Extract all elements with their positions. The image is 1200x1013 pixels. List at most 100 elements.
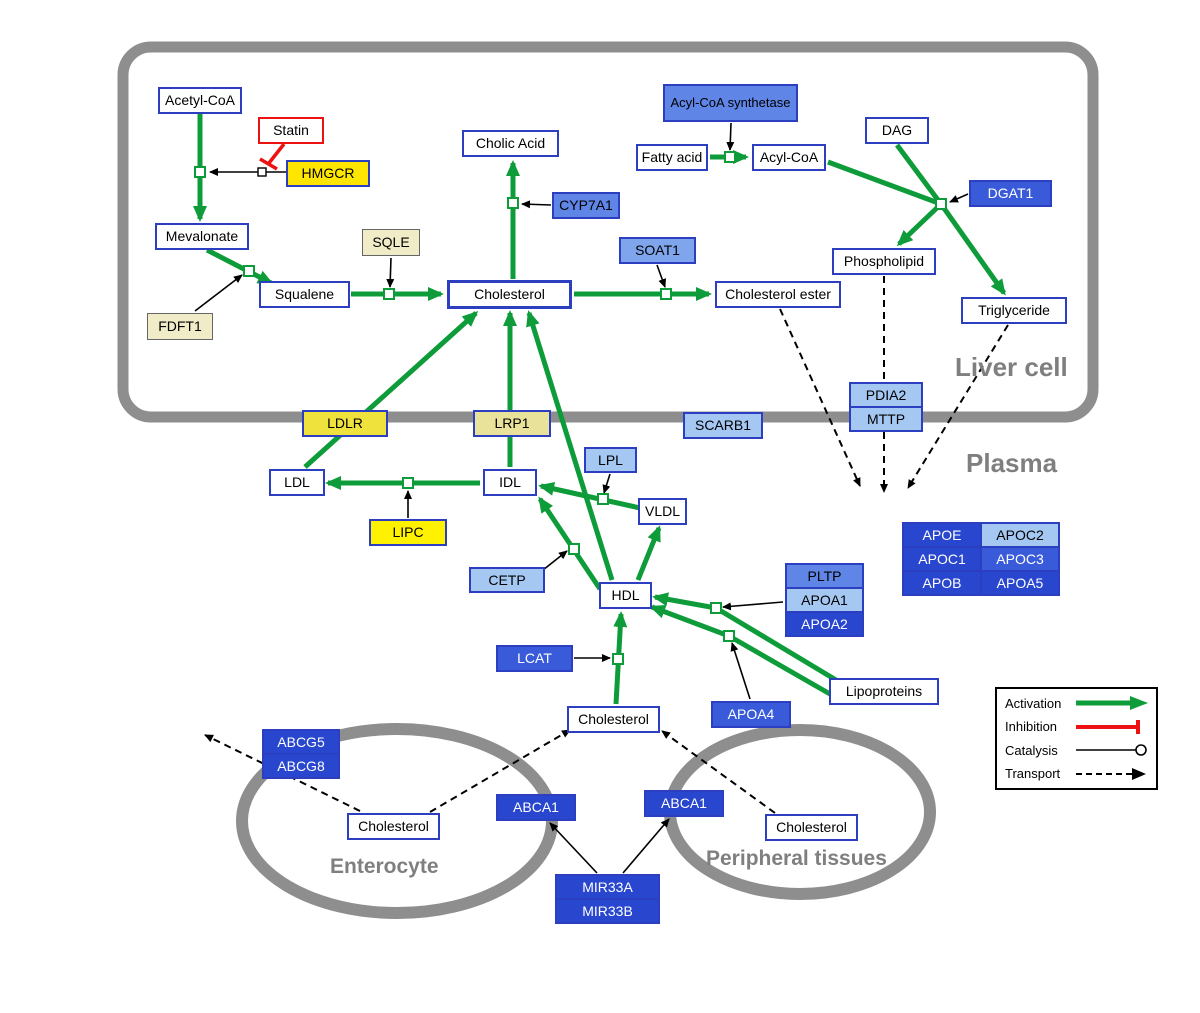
inhibition-symbol-icon — [1076, 719, 1140, 734]
node-squalene[interactable]: Squalene — [259, 281, 350, 308]
catalysis-soat1 — [656, 264, 667, 288]
catalysis-lpl — [602, 473, 611, 494]
node-sqle[interactable]: SQLE — [362, 229, 420, 256]
node-apoa1[interactable]: APOA1 — [785, 587, 864, 613]
node-abca1-left[interactable]: ABCA1 — [496, 794, 576, 821]
node-idl[interactable]: IDL — [483, 469, 537, 496]
edge-dag-junction — [894, 143, 944, 206]
node-cholesterol-ester[interactable]: Cholesterol ester — [715, 281, 841, 308]
node-cholesterol-plasma[interactable]: Cholesterol — [567, 706, 660, 733]
liver-cell-label: Liver cell — [955, 352, 1068, 382]
node-mttp[interactable]: MTTP — [849, 406, 923, 432]
node-scarb1[interactable]: SCARB1 — [683, 412, 763, 439]
node-ldlr[interactable]: LDLR — [302, 410, 388, 437]
node-mevalonate[interactable]: Mevalonate — [155, 223, 249, 250]
node-apoe[interactable]: APOE — [902, 522, 982, 548]
node-cholesterol-enterocyte[interactable]: Cholesterol — [347, 813, 440, 840]
node-apoc1[interactable]: APOC1 — [902, 546, 982, 572]
reaction-node-apoa — [710, 602, 722, 614]
node-mir33a[interactable]: MIR33A — [555, 874, 660, 900]
edge-vldl-idl — [538, 481, 641, 511]
catalysis-cyp7a1 — [521, 200, 552, 209]
node-abca1-right[interactable]: ABCA1 — [644, 790, 724, 817]
node-soat1[interactable]: SOAT1 — [619, 237, 696, 264]
catalysis-sqle — [386, 257, 395, 288]
node-cholic-acid[interactable]: Cholic Acid — [462, 130, 559, 157]
catalysis-apoa4 — [730, 642, 751, 700]
node-apoa2[interactable]: APOA2 — [785, 611, 864, 637]
regulation-mir33-abca1-left — [549, 822, 598, 874]
node-abcg8[interactable]: ABCG8 — [262, 753, 340, 779]
catalysis-apoa-stack — [722, 601, 784, 611]
reaction-node-lpl — [597, 493, 609, 505]
legend-label-catalysis: Catalysis — [1005, 742, 1058, 758]
legend-label-transport: Transport — [1005, 766, 1061, 782]
node-hmgcr[interactable]: HMGCR — [286, 160, 370, 187]
reaction-node-soat1 — [660, 288, 672, 300]
node-triglyceride[interactable]: Triglyceride — [961, 297, 1067, 324]
node-pltp[interactable]: PLTP — [785, 563, 864, 589]
legend: Activation Inhibition Catalysis Transpor… — [995, 687, 1158, 790]
reaction-node-hmgcr — [194, 166, 206, 178]
legend-label-inhibition: Inhibition — [1005, 719, 1058, 735]
node-dgat1[interactable]: DGAT1 — [969, 180, 1052, 207]
legend-row-catalysis: Catalysis — [1005, 742, 1148, 758]
catalysis-site-square — [257, 167, 267, 177]
node-lipoproteins[interactable]: Lipoproteins — [829, 678, 939, 705]
compartment-outlines — [117, 41, 1099, 919]
inhibition-statin-tbar — [259, 157, 278, 171]
edge-hdl-vldl — [635, 525, 662, 581]
node-statin[interactable]: Statin — [258, 117, 324, 144]
reaction-node-acs — [724, 151, 736, 163]
legend-label-activation: Activation — [1005, 695, 1062, 711]
reaction-node-fdft1 — [243, 265, 255, 277]
node-acyl-coa-synthetase[interactable]: Acyl-CoA synthetase — [663, 84, 798, 122]
node-lipc[interactable]: LIPC — [369, 519, 447, 546]
node-phospholipid[interactable]: Phospholipid — [832, 248, 936, 275]
node-fatty-acid[interactable]: Fatty acid — [636, 144, 708, 171]
node-lrp1[interactable]: LRP1 — [473, 410, 551, 437]
node-apoa5[interactable]: APOA5 — [980, 570, 1060, 596]
transport-symbol-icon — [1076, 767, 1146, 780]
node-abcg5[interactable]: ABCG5 — [262, 729, 340, 755]
node-cetp[interactable]: CETP — [469, 567, 545, 593]
node-apoc3[interactable]: APOC3 — [980, 546, 1060, 572]
edge-junction-triglyceride — [938, 202, 1007, 296]
node-hdl[interactable]: HDL — [599, 582, 652, 609]
node-acyl-coa[interactable]: Acyl-CoA — [752, 144, 826, 171]
node-lcat[interactable]: LCAT — [496, 645, 573, 672]
node-acetyl-coa[interactable]: Acetyl-CoA — [158, 87, 242, 114]
node-cyp7a1[interactable]: CYP7A1 — [552, 192, 620, 219]
node-apoc2[interactable]: APOC2 — [980, 522, 1060, 548]
node-ldl[interactable]: LDL — [269, 469, 325, 496]
reaction-node-cetp — [568, 543, 580, 555]
reaction-node-cyp7a1 — [507, 197, 519, 209]
peripheral-tissues-label: Peripheral tissues — [706, 847, 887, 870]
node-cholesterol-peripheral[interactable]: Cholesterol — [765, 814, 858, 841]
reaction-nodes — [194, 151, 947, 665]
reaction-node-dgat1 — [935, 198, 947, 210]
node-dag[interactable]: DAG — [865, 117, 929, 144]
inhibition-edge — [259, 142, 286, 171]
node-mir33b[interactable]: MIR33B — [555, 898, 660, 924]
legend-row-activation: Activation — [1005, 695, 1148, 711]
legend-row-inhibition: Inhibition — [1005, 719, 1148, 735]
catalysis-edges — [194, 122, 969, 874]
edge-acylcoa-junction — [827, 159, 942, 207]
regulation-mir33-abca1-right — [622, 818, 670, 874]
node-pdia2[interactable]: PDIA2 — [849, 382, 923, 408]
node-apob[interactable]: APOB — [902, 570, 982, 596]
node-apoa4[interactable]: APOA4 — [711, 701, 791, 728]
inhibition-statin-hmgcr — [267, 142, 286, 165]
node-lpl[interactable]: LPL — [584, 447, 637, 473]
activation-symbol-icon — [1076, 696, 1148, 710]
catalysis-cetp — [542, 550, 568, 571]
node-vldl[interactable]: VLDL — [638, 498, 687, 525]
activation-edges — [193, 114, 1007, 705]
node-fdft1[interactable]: FDFT1 — [147, 313, 213, 340]
transport-triglyceride-plasma — [907, 324, 1009, 489]
catalysis-acylcoa-synthetase — [726, 122, 735, 151]
node-cholesterol-liver[interactable]: Cholesterol — [447, 280, 572, 309]
reaction-node-apoa4 — [723, 630, 735, 642]
